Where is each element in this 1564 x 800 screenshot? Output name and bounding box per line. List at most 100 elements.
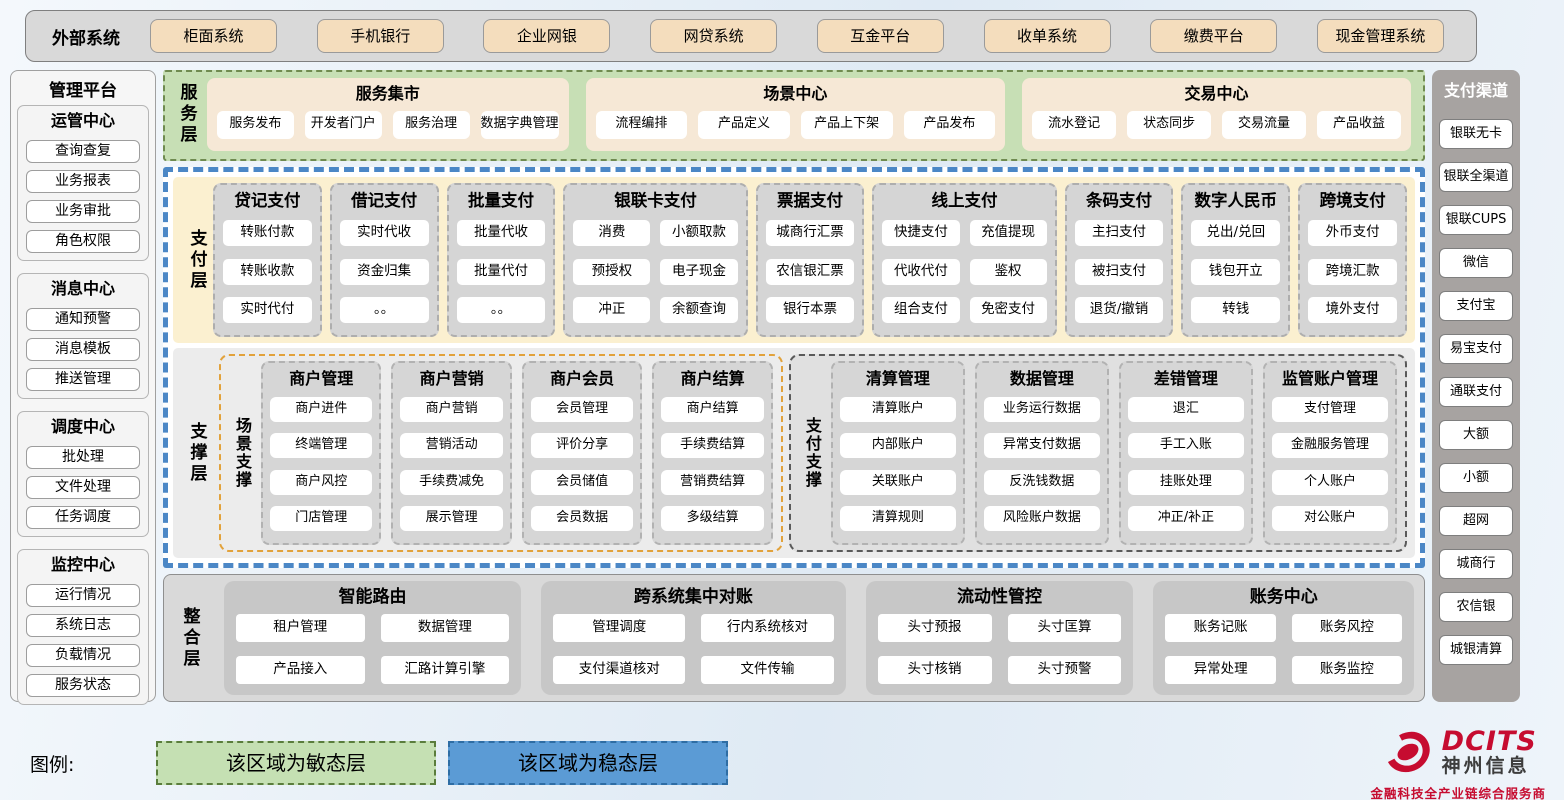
service-item-button[interactable]: 开发者门户 <box>304 110 382 139</box>
integration-item-button[interactable]: 头寸预警 <box>1007 655 1122 684</box>
channel-button[interactable]: 通联支付 <box>1439 377 1513 407</box>
channel-button[interactable]: 小额 <box>1439 463 1513 493</box>
channel-button[interactable]: 超网 <box>1439 506 1513 536</box>
integration-item-button[interactable]: 支付渠道核对 <box>553 655 686 684</box>
payment-item-button[interactable]: 代收代付 <box>882 258 960 285</box>
support-item-button[interactable]: 金融服务管理 <box>1271 433 1388 459</box>
integration-item-button[interactable]: 行内系统核对 <box>701 614 834 643</box>
integration-item-button[interactable]: 账务风控 <box>1291 614 1402 643</box>
support-item-button[interactable]: 会员储值 <box>530 469 634 495</box>
support-item-button[interactable]: 手续费减免 <box>400 469 503 495</box>
payment-item-button[interactable]: 钱包开立 <box>1191 258 1281 285</box>
payment-item-button[interactable]: 被扫支付 <box>1074 258 1164 285</box>
payment-item-button[interactable]: 快捷支付 <box>882 220 960 247</box>
management-item-button[interactable]: 任务调度 <box>26 506 140 529</box>
support-item-button[interactable]: 个人账户 <box>1271 469 1388 495</box>
integration-item-button[interactable]: 文件传输 <box>701 655 834 684</box>
management-item-button[interactable]: 消息模板 <box>26 338 140 361</box>
support-item-button[interactable]: 清算账户 <box>839 397 956 423</box>
payment-item-button[interactable]: 跨境汇款 <box>1308 258 1397 285</box>
service-item-button[interactable]: 服务治理 <box>392 110 470 139</box>
payment-item-button[interactable]: 农信银汇票 <box>765 258 855 285</box>
payment-item-button[interactable]: 鉴权 <box>969 258 1047 285</box>
management-item-button[interactable]: 服务状态 <box>26 674 140 697</box>
payment-item-button[interactable]: 城商行汇票 <box>765 220 855 247</box>
external-system-button[interactable]: 网贷系统 <box>650 19 778 53</box>
channel-button[interactable]: 银联CUPS <box>1439 205 1513 235</box>
support-item-button[interactable]: 门店管理 <box>270 505 373 531</box>
support-item-button[interactable]: 终端管理 <box>270 433 373 459</box>
payment-item-button[interactable]: 消费 <box>573 220 651 247</box>
service-item-button[interactable]: 服务发布 <box>217 110 294 139</box>
support-item-button[interactable]: 关联账户 <box>839 469 956 495</box>
service-item-button[interactable]: 流程编排 <box>595 110 688 139</box>
management-item-button[interactable]: 系统日志 <box>26 614 140 637</box>
service-item-button[interactable]: 产品定义 <box>698 110 790 139</box>
external-system-button[interactable]: 现金管理系统 <box>1316 19 1444 53</box>
integration-item-button[interactable]: 头寸核销 <box>877 655 992 684</box>
support-item-button[interactable]: 评价分享 <box>530 433 634 459</box>
support-item-button[interactable]: 商户风控 <box>270 469 373 495</box>
payment-item-button[interactable]: 外币支付 <box>1308 220 1397 247</box>
support-item-button[interactable]: 内部账户 <box>839 433 956 459</box>
support-item-button[interactable]: 反洗钱数据 <box>983 469 1100 495</box>
channel-button[interactable]: 易宝支付 <box>1439 334 1513 364</box>
integration-item-button[interactable]: 管理调度 <box>553 614 686 643</box>
integration-item-button[interactable]: 租户管理 <box>236 614 365 643</box>
support-item-button[interactable]: 风险账户数据 <box>983 505 1100 531</box>
payment-item-button[interactable]: 。。 <box>456 296 546 323</box>
management-item-button[interactable]: 负载情况 <box>26 644 140 667</box>
payment-item-button[interactable]: 冲正 <box>573 296 651 323</box>
payment-item-button[interactable]: 转账付款 <box>223 220 312 247</box>
support-item-button[interactable]: 商户进件 <box>270 397 373 423</box>
management-item-button[interactable]: 运行情况 <box>26 584 140 607</box>
channel-button[interactable]: 银联无卡 <box>1439 119 1513 149</box>
support-item-button[interactable]: 业务运行数据 <box>983 397 1100 423</box>
payment-item-button[interactable]: 实时代付 <box>223 296 312 323</box>
management-item-button[interactable]: 推送管理 <box>26 368 140 391</box>
external-system-button[interactable]: 缴费平台 <box>1150 19 1278 53</box>
payment-item-button[interactable]: 预授权 <box>573 258 651 285</box>
payment-item-button[interactable]: 实时代收 <box>339 220 429 247</box>
channel-button[interactable]: 银联全渠道 <box>1439 162 1513 192</box>
management-item-button[interactable]: 批处理 <box>26 446 140 469</box>
integration-item-button[interactable]: 汇路计算引擎 <box>380 655 510 684</box>
payment-item-button[interactable]: 电子现金 <box>660 258 738 285</box>
support-item-button[interactable]: 清算规则 <box>839 505 956 531</box>
payment-item-button[interactable]: 资金归集 <box>339 258 429 285</box>
external-system-button[interactable]: 手机银行 <box>316 19 444 53</box>
payment-item-button[interactable]: 转钱 <box>1191 296 1281 323</box>
integration-item-button[interactable]: 产品接入 <box>236 655 365 684</box>
support-item-button[interactable]: 会员管理 <box>530 397 634 423</box>
payment-item-button[interactable]: 兑出/兑回 <box>1191 220 1281 247</box>
support-item-button[interactable]: 冲正/补正 <box>1127 505 1244 531</box>
payment-item-button[interactable]: 小额取款 <box>660 220 738 247</box>
external-system-button[interactable]: 互金平台 <box>816 19 944 53</box>
integration-item-button[interactable]: 头寸匡算 <box>1007 614 1122 643</box>
payment-item-button[interactable]: 转账收款 <box>223 258 312 285</box>
integration-item-button[interactable]: 异常处理 <box>1165 655 1276 684</box>
external-system-button[interactable]: 柜面系统 <box>150 19 277 53</box>
payment-item-button[interactable]: 批量代收 <box>456 220 546 247</box>
management-item-button[interactable]: 业务审批 <box>26 200 140 223</box>
management-item-button[interactable]: 业务报表 <box>26 170 140 193</box>
payment-item-button[interactable]: 免密支付 <box>969 296 1047 323</box>
payment-item-button[interactable]: 主扫支付 <box>1074 220 1164 247</box>
payment-item-button[interactable]: 充值提现 <box>969 220 1047 247</box>
support-item-button[interactable]: 手续费结算 <box>661 433 764 459</box>
service-item-button[interactable]: 产品收益 <box>1317 110 1401 139</box>
service-item-button[interactable]: 状态同步 <box>1127 110 1212 139</box>
payment-item-button[interactable]: 余额查询 <box>660 296 738 323</box>
channel-button[interactable]: 城商行 <box>1439 549 1513 579</box>
management-item-button[interactable]: 角色权限 <box>26 230 140 253</box>
support-item-button[interactable]: 商户营销 <box>400 397 503 423</box>
support-item-button[interactable]: 对公账户 <box>1271 505 1388 531</box>
support-item-button[interactable]: 挂账处理 <box>1127 469 1244 495</box>
payment-item-button[interactable]: 银行本票 <box>765 296 855 323</box>
external-system-button[interactable]: 企业网银 <box>483 19 611 53</box>
support-item-button[interactable]: 退汇 <box>1127 397 1244 423</box>
payment-item-button[interactable]: 境外支付 <box>1308 296 1397 323</box>
channel-button[interactable]: 微信 <box>1439 248 1513 278</box>
support-item-button[interactable]: 支付管理 <box>1271 397 1388 423</box>
service-item-button[interactable]: 产品发布 <box>903 110 996 139</box>
